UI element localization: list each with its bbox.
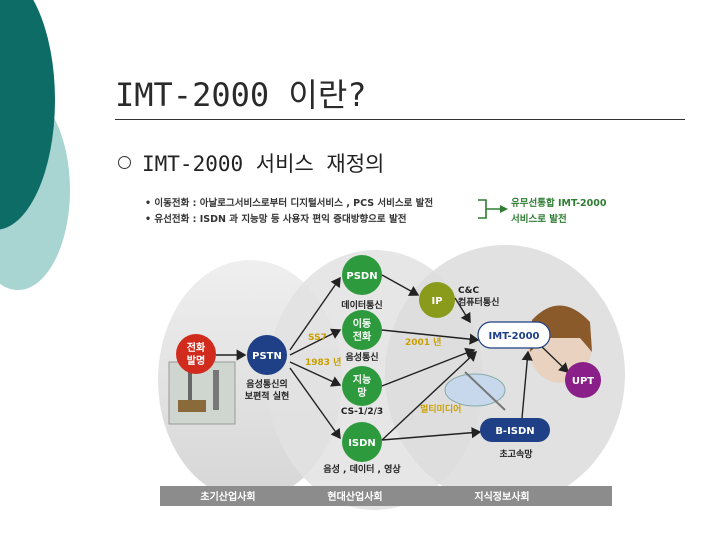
title-divider [115,119,685,120]
node-psdn-label: PSDN [346,271,377,282]
node-in-label-2: 망 [357,386,367,399]
node-in-label-1: 지능 [353,373,371,386]
node-invention [176,334,216,374]
node-isdn-label: ISDN [348,438,376,449]
node-invention-label-1: 전화 [187,341,206,354]
result-line-1: 유무선통합 IMT-2000 [511,198,607,209]
era-label-early: 초기산업사회 [200,490,255,503]
bisdn-desc: 초고속망 [499,448,533,460]
satellite-dish-icon [444,371,506,411]
node-imt2000 [477,321,551,349]
in-desc: CS-1/2/3 [341,407,383,417]
flow-arrows [216,274,570,441]
node-psdn [342,255,382,295]
node-bisdn-label: B-ISDN [495,426,534,437]
year-2001-label: 2001 년 [405,336,441,348]
node-pstn [247,335,287,375]
note-line-2: • 유선전화 : ISDN 과 지능망 등 사용자 편익 증대방향으로 발전 [145,214,407,225]
pstn-desc-2: 보편적 실현 [245,390,290,402]
node-mobile-label-1: 이동 [353,317,371,330]
page-title: IMT-2000 이란? [115,76,367,114]
mobile-desc: 음성통신 [345,351,378,363]
node-mobile-label-2: 전화 [353,330,372,343]
node-upt [565,362,601,398]
telephone-cylinder-icon [213,370,219,410]
node-isdn [342,422,382,462]
note-line-1: • 이동전화 : 아날로그서비스로부터 디지털서비스 , PCS 서비스로 발전 [145,198,434,209]
node-in [342,366,382,406]
cc-label-2: 컴퓨터통신 [458,296,499,308]
ss7-label: SS7 [308,333,327,343]
telephone-rod-icon [188,372,192,400]
year-1983-label: 1983 년 [305,356,341,368]
node-imt2000-label: IMT-2000 [488,331,539,342]
era-bar [160,486,612,506]
psdn-desc: 데이터통신 [341,299,382,311]
bullet-text: IMT-2000 서비스 재정의 [142,152,385,176]
pstn-desc-1: 음성통신의 [246,378,287,390]
result-line-2: 서비스로 발전 [511,214,567,225]
era-label-knowledge: 지식정보사회 [474,490,529,503]
dark-teal-shape [0,0,55,230]
bullet-circle-icon [118,156,131,169]
isdn-desc: 음성 , 데이터 , 영상 [323,463,401,475]
node-mobile [342,310,382,350]
node-ip [419,282,455,318]
node-invention-label-2: 발명 [187,354,205,367]
person-hair-icon [530,305,592,352]
node-pstn-label: PSTN [252,351,282,362]
node-bisdn [480,418,550,442]
multimedia-label: 멀티미디어 [420,403,461,415]
node-ip-label: IP [431,296,442,307]
telephone-base-icon [178,400,206,412]
node-upt-label: UPT [572,376,594,387]
era-label-modern: 현대산업사회 [327,490,382,503]
cc-label-1: C&C [458,286,479,296]
